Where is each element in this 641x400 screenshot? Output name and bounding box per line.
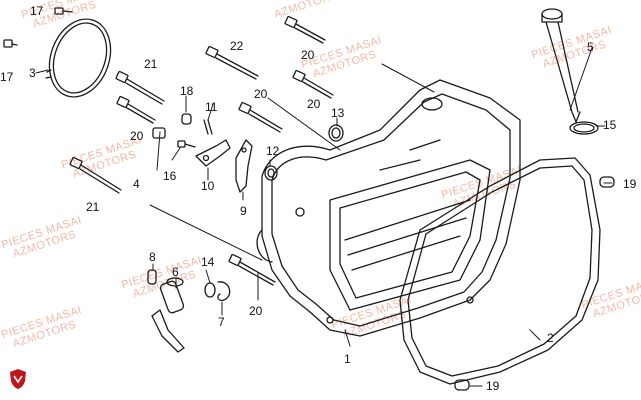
- bolt-20: [116, 15, 334, 286]
- callout-part-20: 20: [254, 87, 268, 101]
- shift-lever: [195, 139, 231, 167]
- bolt-21: [69, 70, 165, 194]
- callout-part-5: 5: [587, 40, 594, 54]
- callout-part-12: 12: [266, 144, 280, 158]
- dipstick: [541, 8, 581, 123]
- spring-clip: [204, 281, 231, 302]
- circlip-ring: [45, 18, 112, 98]
- callout-part-16: 16: [163, 169, 177, 183]
- callout-part-8: 8: [149, 250, 156, 264]
- spring-plate: [235, 139, 253, 193]
- callout-part-14: 14: [201, 255, 215, 269]
- callout-part-21: 21: [86, 200, 100, 214]
- callout-part-19: 19: [623, 177, 637, 191]
- callout-part-1: 1: [344, 352, 351, 366]
- callout-part-17: 17: [30, 4, 44, 18]
- callout-part-10: 10: [201, 179, 215, 193]
- callout-part-13: 13: [331, 106, 345, 120]
- callout-part-19: 19: [486, 379, 500, 393]
- dowel-pin: [454, 176, 615, 391]
- leader-lines: [35, 47, 613, 387]
- callout-part-6: 6: [172, 265, 179, 279]
- callout-part-22: 22: [230, 39, 244, 53]
- brand-shield-logo: [10, 369, 26, 389]
- callout-part-2: 2: [547, 331, 554, 345]
- callout-part-9: 9: [240, 204, 247, 218]
- callout-part-20: 20: [307, 97, 321, 111]
- dowel-8: [147, 269, 157, 285]
- gasket: [399, 157, 601, 385]
- callout-part-3: 3: [29, 66, 36, 80]
- callout-part-20: 20: [301, 48, 315, 62]
- callout-part-11: 11: [205, 100, 218, 114]
- callout-part-18: 18: [180, 84, 194, 98]
- callout-part-20: 20: [249, 304, 263, 318]
- callout-part-7: 7: [218, 315, 225, 329]
- kick-shaft: [151, 277, 185, 353]
- o-ring: [569, 121, 599, 135]
- bolt-22: [205, 45, 259, 80]
- small-hardware: [152, 113, 344, 181]
- callout-part-4: 4: [133, 177, 140, 191]
- screw-17: [3, 7, 73, 48]
- callout-part-17: 17: [0, 70, 14, 84]
- callout-part-15: 15: [603, 118, 617, 132]
- crankcase-cover: [256, 79, 521, 337]
- callout-part-20: 20: [130, 129, 144, 143]
- callout-part-21: 21: [144, 57, 158, 71]
